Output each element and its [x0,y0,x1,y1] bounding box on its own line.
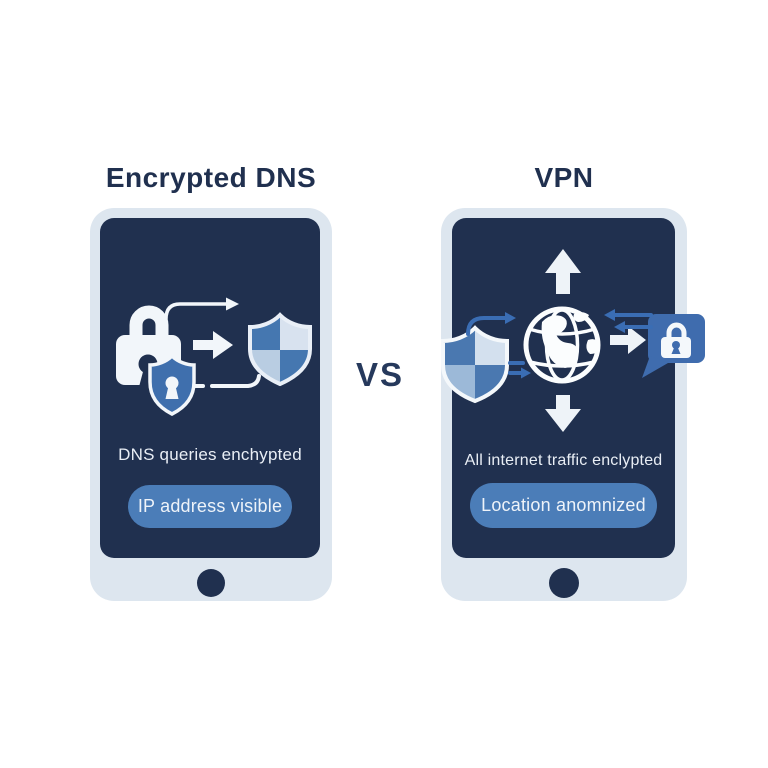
vpn-shield-icon [441,325,509,404]
left-column-title: Encrypted DNS [105,162,317,193]
flow-connector-line [193,374,261,388]
vs-label: VS [355,356,405,393]
right-column-title: VPN [534,162,594,193]
left-home-button [197,569,225,597]
lock-to-globe-arrow-icons [604,309,653,333]
down-arrow-icon [545,395,581,432]
right-phone-mockup: All internet traffic enclypted Location … [441,208,705,601]
up-arrow-icon [545,249,581,294]
globe-icon [523,306,601,384]
globe-to-lock-arrow-icon [610,326,646,354]
keyhole-shield-icon [148,353,196,416]
flow-arrow-top-icon [164,297,239,321]
right-home-button [549,568,579,598]
left-phone-mockup: DNS queries enchypted IP address visible [90,208,332,601]
lock-chat-bubble-icon [642,314,705,378]
shield-to-globe-arrow-icons [466,312,531,379]
encrypted-dns-illustration [116,297,312,416]
flow-arrow-middle-icon [193,331,233,359]
vpn-illustration [441,249,705,432]
